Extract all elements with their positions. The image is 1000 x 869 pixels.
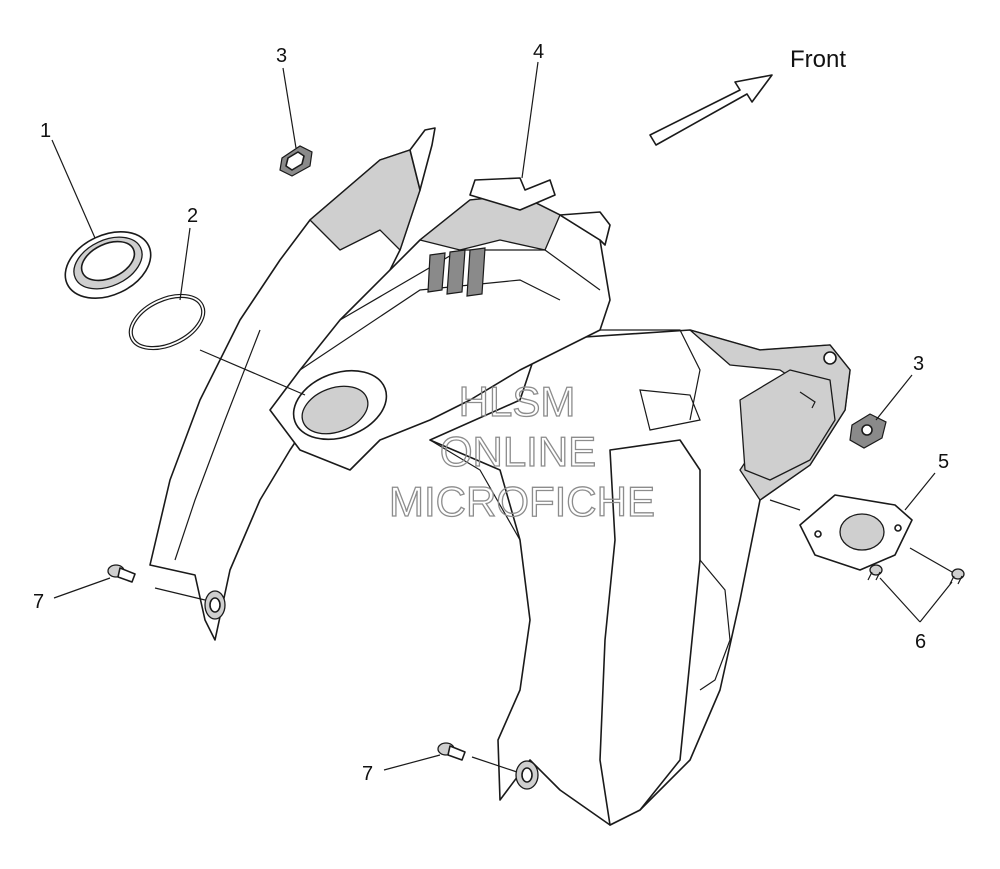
speed-nut-right (849, 413, 887, 449)
callout-4: 4 (533, 41, 544, 63)
callout-3-upper: 3 (276, 45, 287, 67)
watermark-line-2: ONLINE (440, 428, 596, 475)
callout-labels: 1 2 3 4 3 5 6 7 7 (33, 41, 949, 785)
watermark-line-1: HLSM (459, 378, 576, 425)
screw-left (867, 564, 883, 581)
callout-6: 6 (915, 631, 926, 653)
front-direction-arrow (649, 74, 773, 146)
push-rivet-lower (437, 742, 466, 761)
callout-5: 5 (938, 451, 949, 473)
vent-slots (427, 247, 486, 297)
leader-lines (51, 61, 953, 773)
callout-2: 2 (187, 205, 198, 227)
bezel-ring (64, 231, 152, 299)
front-fairing-panel (149, 127, 851, 826)
watermark-line-3: MICROFICHE (389, 478, 655, 525)
cover-plate (799, 494, 913, 571)
front-label: Front (790, 46, 846, 73)
o-ring (128, 293, 206, 351)
watermark: HLSM ONLINE MICROFICHE (388, 377, 655, 525)
speed-nut-upper (279, 145, 313, 177)
callout-1: 1 (40, 120, 51, 142)
screw-right (949, 568, 965, 585)
callout-7-left: 7 (33, 591, 44, 613)
callout-7-lower: 7 (362, 763, 373, 785)
callout-3-right: 3 (913, 353, 924, 375)
push-rivet-left (107, 564, 136, 583)
